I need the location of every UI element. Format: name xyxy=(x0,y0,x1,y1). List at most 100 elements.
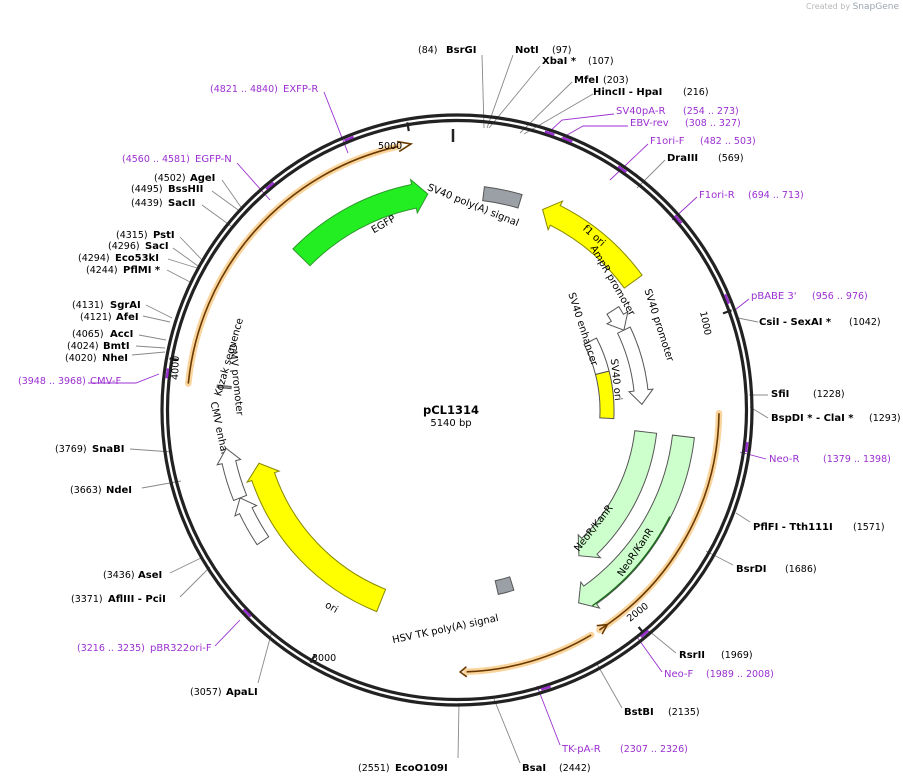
orf-arrowhead xyxy=(596,623,609,635)
site-psti-name: PstI xyxy=(153,230,175,241)
site-csii-sexai-position: (1042) xyxy=(849,317,881,328)
site-hincii-hpai-leader xyxy=(523,93,594,135)
site-afliii-pcii-name: AflIII - PciI xyxy=(108,594,166,605)
primer-neo-r-mark xyxy=(744,441,749,453)
site-psti-leader xyxy=(179,236,205,263)
feature-sv40-poly-a-signal-label: SV40 poly(A) signal xyxy=(426,182,521,229)
site-draiii-position: (569) xyxy=(718,153,744,164)
primer-tk-pa-r-mark xyxy=(540,685,551,691)
primer-neo-r-name: Neo-R xyxy=(769,454,800,465)
primer-pbr322ori-f-mark xyxy=(242,608,252,618)
primer-neo-f-mark xyxy=(640,629,650,638)
site-bsshii-position: (4495) xyxy=(131,184,163,195)
labels: BsrGI(84)NotI(97)XbaI *(107)MfeI(203)Hin… xyxy=(18,45,901,774)
primer-sv40pa-r-position: (254 .. 273) xyxy=(683,106,739,117)
primer-sv40pa-r-name: SV40pA-R xyxy=(616,106,665,117)
orf-arc xyxy=(466,634,592,673)
site-ndei-name: NdeI xyxy=(106,485,132,496)
primer-f1ori-f-leader xyxy=(609,143,649,181)
primer-cmv-f-position: (3948 .. 3968) xyxy=(18,376,86,387)
site-afliii-pcii-leader xyxy=(179,566,211,598)
site-bspdi-clai-position: (1293) xyxy=(869,413,901,424)
feature-kozak-sequence-shape xyxy=(216,384,232,390)
primer-egfp-n-position: (4560 .. 4581) xyxy=(122,154,190,165)
tick-label: 5000 xyxy=(378,141,402,152)
primer-egfp-n-mark xyxy=(265,181,275,191)
site-bspdi-clai-name: BspDI * - ClaI * xyxy=(771,413,854,424)
site-sgrai-position: (4131) xyxy=(72,300,104,311)
site-nhei-leader xyxy=(131,351,166,356)
site-bsrgi-name: BsrGI xyxy=(446,45,476,56)
site-bmti-name: BmtI xyxy=(103,341,130,352)
site-asei-name: AseI xyxy=(138,570,162,581)
site-agei-position: (4502) xyxy=(154,173,186,184)
site-rsrii-name: RsrII xyxy=(679,650,705,661)
orf-arc-glow xyxy=(185,143,402,387)
site-afliii-pcii-position: (3371) xyxy=(71,594,103,605)
site-pflfi-tth111i-position: (1571) xyxy=(853,522,885,533)
site-asei-position: (3436) xyxy=(103,570,135,581)
site-saci-leader xyxy=(172,247,199,267)
primer-ebv-rev-mark xyxy=(562,136,573,143)
site-csii-sexai-leader xyxy=(737,317,759,323)
feature-f1-ori-shape xyxy=(542,200,643,289)
backbone-outer xyxy=(160,113,754,707)
site-sacii-name: SacII xyxy=(168,198,195,209)
primer-f1ori-f-position: (482 .. 503) xyxy=(700,136,756,147)
site-sgrai-name: SgrAI xyxy=(110,300,141,311)
site-agei-leader xyxy=(221,179,244,211)
site-bmti-leader xyxy=(135,345,166,349)
credit-prefix: Created by xyxy=(806,2,851,11)
site-eco53ki-leader xyxy=(167,258,198,269)
site-bstbi-position: (2135) xyxy=(668,707,700,718)
site-apali-name: ApaLI xyxy=(226,687,258,698)
backbone xyxy=(160,113,754,707)
primer-f1ori-r-position: (694 .. 713) xyxy=(748,190,804,201)
site-sacii-position: (4439) xyxy=(131,198,163,209)
primer-exfp-r-name: EXFP-R xyxy=(283,84,318,95)
primer-ebv-rev-name: EBV-rev xyxy=(630,118,669,129)
primer-pbabe-3-leader xyxy=(734,298,750,311)
site-pflmi-leader xyxy=(166,269,191,283)
primer-marks xyxy=(165,130,749,691)
site-ecoo109i-leader xyxy=(457,702,460,759)
snapgene-credit: Created by SnapGene xyxy=(806,2,899,12)
tick-mark-1000 xyxy=(722,309,732,315)
primer-egfp-n-name: EGFP-N xyxy=(195,154,232,165)
primer-f1ori-r-mark xyxy=(673,214,683,225)
neo-primer-stripe xyxy=(592,516,671,607)
primer-pbr322ori-f-leader xyxy=(214,619,241,647)
site-pflfi-tth111i-leader xyxy=(735,512,751,523)
primer-exfp-r-position: (4821 .. 4840) xyxy=(210,84,278,95)
site-mfei-name: MfeI xyxy=(574,75,599,86)
orf-arrowhead xyxy=(458,666,468,678)
primer-neo-f-position: (1989 .. 2008) xyxy=(706,669,774,680)
feature-neor-kanr-shape xyxy=(578,434,695,609)
site-ecoo109i-name: EcoO109I xyxy=(395,763,448,774)
site-xbai-position: (107) xyxy=(588,56,614,67)
orf-arrowhead xyxy=(396,140,414,153)
tick-mark-2000 xyxy=(637,626,646,635)
site-afei-name: AfeI xyxy=(116,312,139,323)
tick-label: 3000 xyxy=(312,653,336,664)
site-sfii-position: (1228) xyxy=(813,389,845,400)
primer-f1ori-f-mark xyxy=(617,165,628,174)
primer-pbr322ori-f-position: (3216 .. 3235) xyxy=(77,643,145,654)
primer-neo-f-name: Neo-F xyxy=(664,669,694,680)
feature-sv40-promoter-label: SV40 promoter xyxy=(641,288,675,364)
primer-tk-pa-r-position: (2307 .. 2326) xyxy=(620,744,688,755)
primer-tk-pa-r-leader xyxy=(536,685,561,746)
site-apali-position: (3057) xyxy=(190,687,222,698)
primer-pbabe-3-name: pBABE 3' xyxy=(751,291,797,302)
primer-cmv-f-name: CMV-F xyxy=(90,376,121,387)
site-nhei-position: (4020) xyxy=(65,353,97,364)
site-bsshii-leader xyxy=(211,190,242,213)
feature-hsv-tk-poly-a-signal-shape xyxy=(494,576,515,595)
orf-arc-glow xyxy=(463,631,595,676)
site-draiii-name: DraIII xyxy=(667,153,698,164)
site-eco53ki-position: (4294) xyxy=(78,253,110,264)
site-acci-name: AccI xyxy=(110,329,133,340)
site-nhei-name: NheI xyxy=(102,353,128,364)
tick-label: 4000 xyxy=(170,356,182,381)
